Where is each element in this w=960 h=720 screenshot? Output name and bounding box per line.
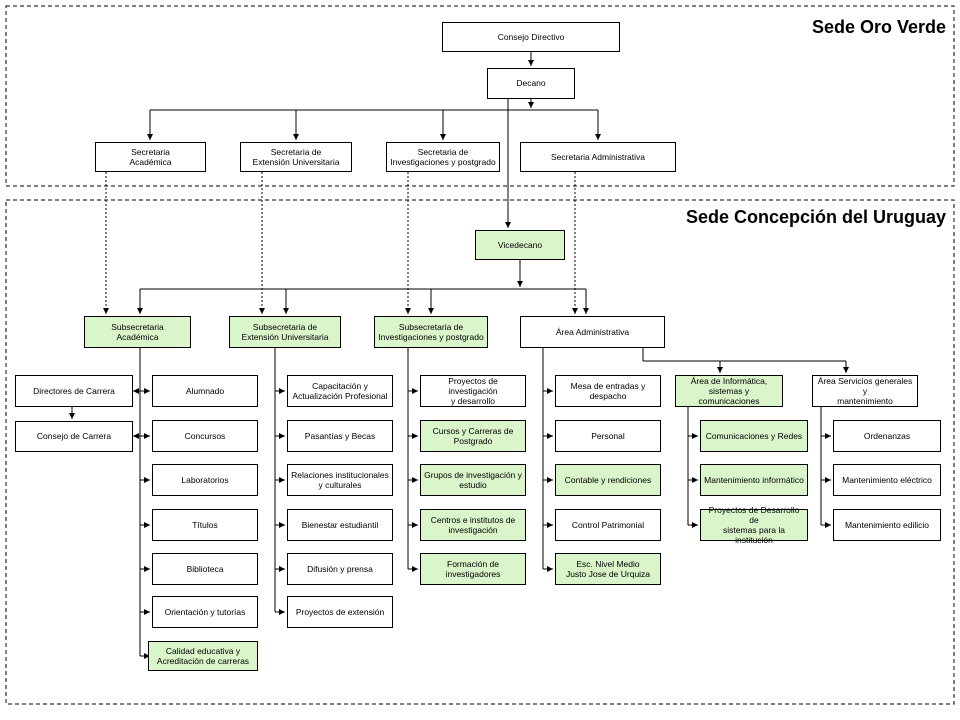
node-difusion-prensa: Difusión y prensa xyxy=(287,553,393,585)
node-pasantias-becas: Pasantías y Becas xyxy=(287,420,393,452)
node-proyectos-desarrollo: Proyectos de Desarrollo de sistemas para… xyxy=(700,505,808,545)
node-secretaria-extension: Secretaria de Extensión Universitaria xyxy=(240,142,352,172)
node-control-patrimonial: Control Patrimonial xyxy=(555,509,661,541)
node-biblioteca: Biblioteca xyxy=(152,553,258,585)
node-mantenimiento-informatico: Mantenimiento informático xyxy=(700,464,808,496)
node-laboratorios: Laboratorios xyxy=(152,464,258,496)
node-orientacion-tutorias: Orientación y tutorías xyxy=(152,596,258,628)
node-centros-institutos: Centros e institutos de investigación xyxy=(420,509,526,541)
node-cursos-postgrado: Cursos y Carreras de Postgrado xyxy=(420,420,526,452)
node-escuela-nivel-medio: Esc. Nivel Medio Justo Jose de Urquiza xyxy=(555,553,661,585)
node-area-servicios: Área Servicios generales y mantenimiento xyxy=(812,375,918,407)
node-area-administrativa: Área Administrativa xyxy=(520,316,665,348)
node-grupos-investigacion: Grupos de investigación y estudio xyxy=(420,464,526,496)
node-concursos: Concursos xyxy=(152,420,258,452)
node-mantenimiento-electrico: Mantenimiento eléctrico xyxy=(833,464,941,496)
node-area-informatica: Área de Informática, sistemas y comunica… xyxy=(675,375,783,407)
node-comunicaciones-redes: Comunicaciones y Redes xyxy=(700,420,808,452)
node-consejo-directivo: Consejo Directivo xyxy=(442,22,620,52)
node-alumnado: Alumnado xyxy=(152,375,258,407)
node-mesa-entradas: Mesa de entradas y despacho xyxy=(555,375,661,407)
node-subsecretaria-academica: Subsecretaria Académica xyxy=(84,316,191,348)
node-secretaria-investigaciones: Secretaria de Investigaciones y postgrad… xyxy=(386,142,500,172)
node-vicedecano: Vicedecano xyxy=(475,230,565,260)
node-consejo-carrera: Consejo de Carrera xyxy=(15,421,133,452)
node-titulos: Títulos xyxy=(152,509,258,541)
node-mantenimiento-edilicio: Mantenimiento edilicio xyxy=(833,509,941,541)
node-subsecretaria-extension: Subsecretaria de Extensión Universitaria xyxy=(229,316,341,348)
node-capacitacion: Capacitación y Actualización Profesional xyxy=(287,375,393,407)
node-directores-carrera: Directores de Carrera xyxy=(15,375,133,407)
node-personal: Personal xyxy=(555,420,661,452)
region-frame-oro-verde xyxy=(5,5,955,187)
region-title-oro-verde: Sede Oro Verde xyxy=(811,17,946,37)
node-relaciones-institucionales: Relaciones institucionales y culturales xyxy=(287,464,393,496)
node-decano: Decano xyxy=(487,68,575,99)
node-secretaria-administrativa: Secretaria Administrativa xyxy=(520,142,676,172)
region-frame-concepcion xyxy=(5,199,955,705)
node-secretaria-academica: Secretaria Académica xyxy=(95,142,206,172)
node-formacion-investigadores: Formación de investigadores xyxy=(420,553,526,585)
region-title-concepcion: Sede Concepción del Uruguay xyxy=(685,207,946,227)
node-proyectos-investigacion: Proyectos de investigación y desarrollo xyxy=(420,375,526,407)
node-ordenanzas: Ordenanzas xyxy=(833,420,941,452)
node-subsecretaria-investigaciones: Subsecretaria de Investigaciones y postg… xyxy=(374,316,488,348)
node-proyectos-extension: Proyectos de extensión xyxy=(287,596,393,628)
node-bienestar-estudiantil: Bienestar estudiantil xyxy=(287,509,393,541)
node-contable-rendiciones: Contable y rendiciones xyxy=(555,464,661,496)
node-calidad-educativa: Calidad educativa y Acreditación de carr… xyxy=(148,641,258,671)
